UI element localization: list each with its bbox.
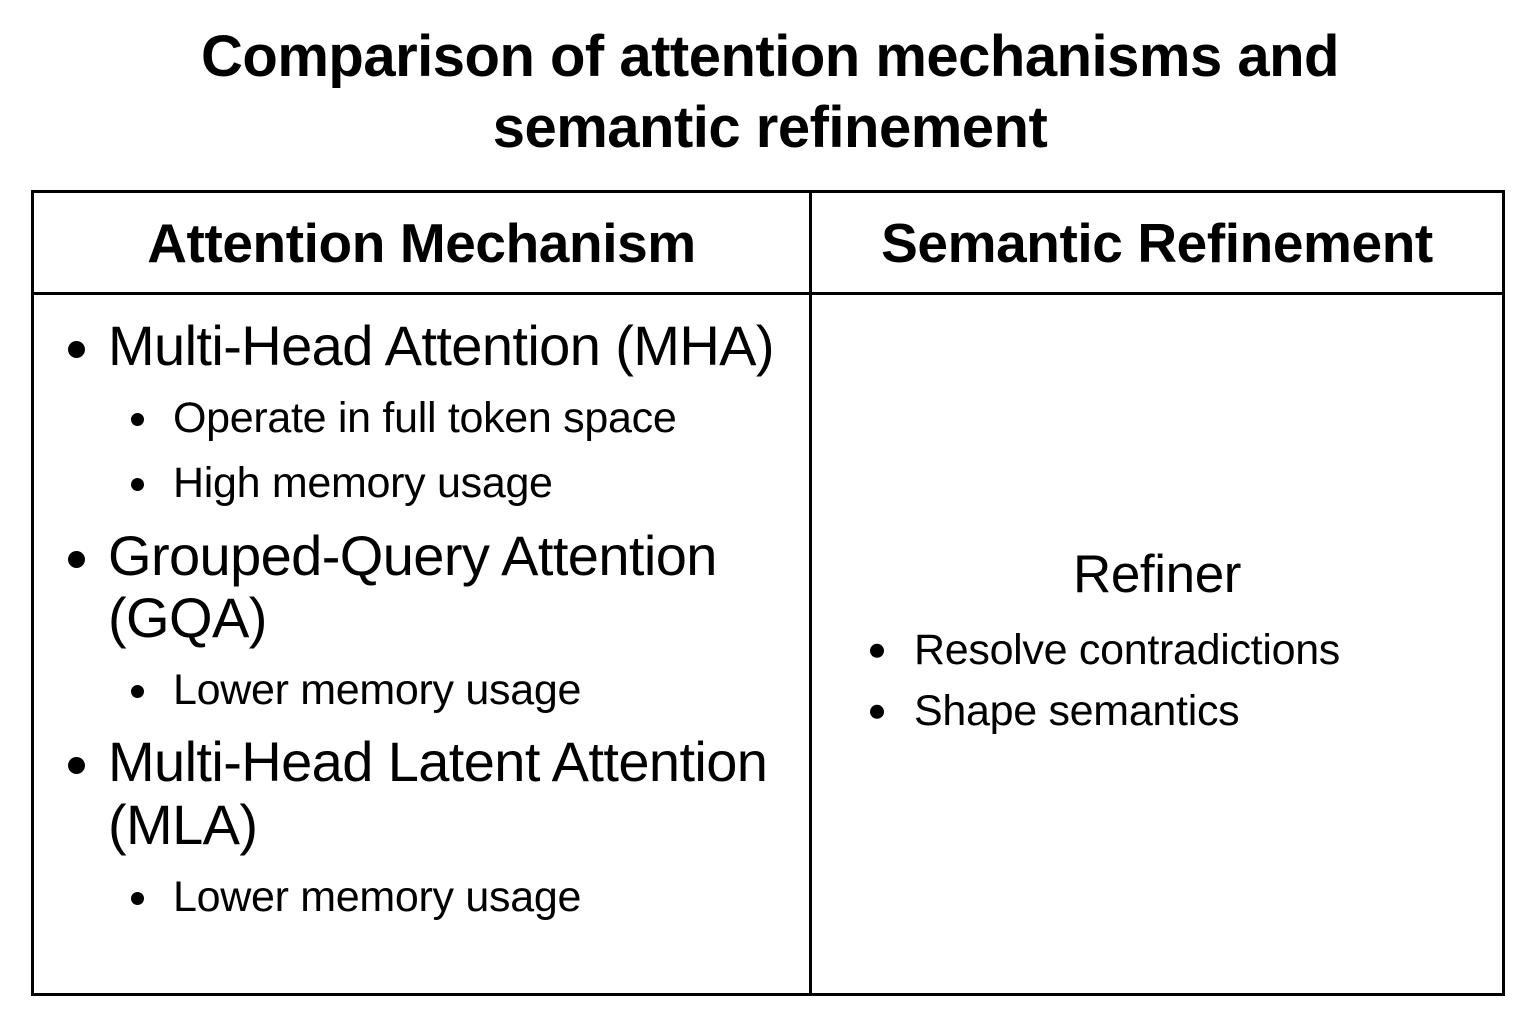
table-header-row: Attention Mechanism Semantic Refinement — [34, 193, 1502, 295]
cell-attention-mechanism: Multi-Head Attention (MHA) Operate in fu… — [34, 295, 812, 993]
refiner-heading: Refiner — [1072, 544, 1242, 604]
list-item: High memory usage — [34, 459, 809, 508]
list-item-label: Grouped-Query Attention (GQA) — [108, 523, 717, 650]
bullet-icon — [870, 644, 884, 659]
list-item: Grouped-Query Attention (GQA) — [34, 523, 809, 650]
bullet-icon — [870, 705, 884, 720]
list-item-label: Multi-Head Latent Attention (MLA) — [108, 730, 768, 857]
list-item-label: Lower memory usage — [173, 666, 582, 715]
mechanism-group-gqa: Grouped-Query Attention (GQA) Lower memo… — [34, 523, 809, 716]
column-header-semantic-refinement: Semantic Refinement — [881, 211, 1433, 274]
mechanism-group-mla: Multi-Head Latent Attention (MLA) Lower … — [34, 731, 809, 922]
column-header-attention-mechanism: Attention Mechanism — [34, 193, 812, 292]
list-item: Lower memory usage — [34, 666, 809, 715]
figure-title: Comparison of attention mechanisms and s… — [201, 24, 1339, 160]
bullet-icon — [131, 412, 144, 426]
cell-semantic-refinement: Refiner Resolve contradictions Shape sem… — [812, 295, 1502, 993]
list-item-label: Shape semantics — [914, 687, 1240, 736]
bullet-icon — [68, 550, 85, 568]
refiner-list: Resolve contradictions Shape semantics — [812, 620, 1502, 742]
list-item-label: Operate in full token space — [173, 393, 677, 442]
list-item: Lower memory usage — [34, 873, 809, 922]
comparison-table: Attention Mechanism Semantic Refinement … — [31, 190, 1505, 996]
mechanism-group-mha: Multi-Head Attention (MHA) Operate in fu… — [34, 314, 809, 509]
list-item: Multi-Head Attention (MHA) — [34, 314, 809, 378]
list-item-label: High memory usage — [173, 459, 553, 508]
attention-mechanism-list: Multi-Head Attention (MHA) Operate in fu… — [34, 314, 809, 938]
bullet-icon — [131, 685, 144, 699]
list-item: Multi-Head Latent Attention (MLA) — [34, 731, 809, 856]
list-item: Resolve contradictions — [854, 620, 1502, 681]
list-item: Shape semantics — [854, 681, 1502, 742]
list-item: Operate in full token space — [34, 394, 809, 443]
bullet-icon — [68, 341, 85, 358]
refiner-block: Refiner Resolve contradictions Shape sem… — [812, 544, 1502, 742]
list-item-label: Lower memory usage — [173, 872, 582, 921]
bullet-icon — [131, 891, 144, 905]
bullet-icon — [68, 757, 85, 775]
list-item-label: Multi-Head Attention (MHA) — [108, 314, 775, 377]
bullet-icon — [131, 478, 144, 492]
table-body-row: Multi-Head Attention (MHA) Operate in fu… — [34, 295, 1502, 993]
list-item-label: Resolve contradictions — [914, 626, 1341, 675]
